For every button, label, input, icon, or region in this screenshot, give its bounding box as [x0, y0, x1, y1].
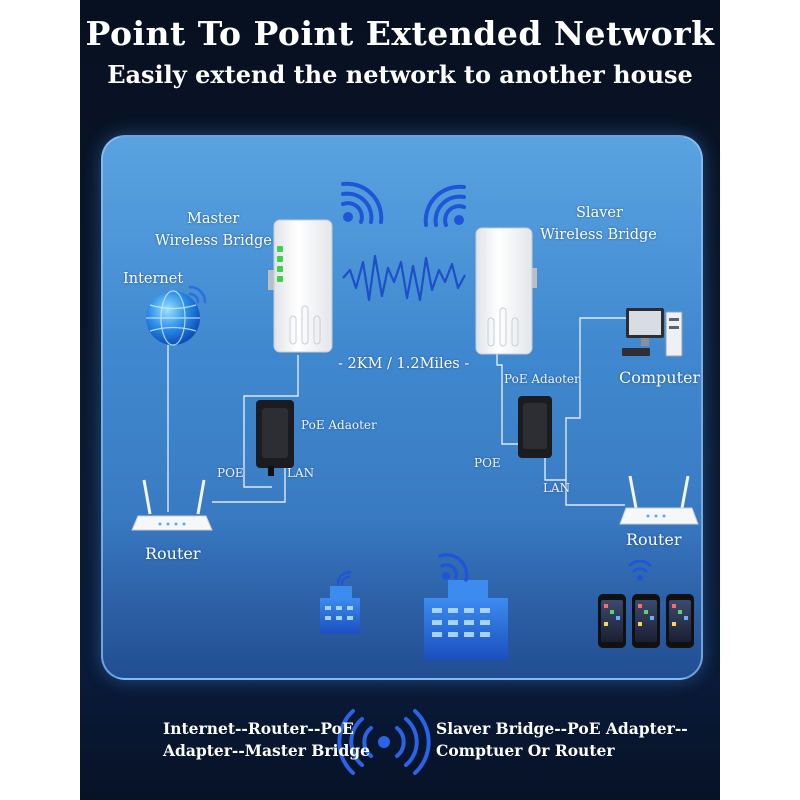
cable-lines: [167, 317, 626, 512]
router-left-device: [131, 479, 213, 531]
building-icon-large: [424, 553, 508, 660]
master-wireless-bridge-device: [268, 219, 333, 353]
port-poe-right-label: POE: [474, 456, 501, 470]
distance-label: - 2KM / 1.2Miles -: [338, 356, 470, 372]
router-right-label: Router: [626, 530, 682, 549]
poe-adapter-right-label: PoE Adaoter: [504, 372, 580, 386]
footer-left-line1: Internet--Router--PoE: [163, 719, 354, 738]
master-bridge-label-line1: Master: [187, 211, 240, 227]
building-icon-small: [320, 570, 360, 634]
footer-right-line1: Slaver Bridge--PoE Adapter--: [436, 719, 688, 738]
page-title: Point To Point Extended Network: [85, 14, 715, 53]
internet-label: Internet: [123, 271, 184, 287]
poe-adapter-right-device: [518, 396, 552, 458]
poe-adapter-left-device: [256, 400, 294, 476]
wifi-signal-icon-left: [341, 181, 384, 224]
footer-right-caption: Slaver Bridge--PoE Adapter-- Comptuer Or…: [436, 718, 688, 762]
page-subtitle: Easily extend the network to another hou…: [107, 60, 693, 89]
internet-globe-icon: [146, 285, 207, 346]
slaver-bridge-label-line1: Slaver: [576, 205, 623, 221]
port-poe-left-label: POE: [217, 466, 244, 480]
footer-left-caption: Internet--Router--PoE Adapter--Master Br…: [163, 718, 370, 762]
port-lan-left-label: LAN: [287, 466, 315, 480]
master-bridge-label-line2: Wireless Bridge: [155, 233, 272, 249]
slaver-bridge-label-line2: Wireless Bridge: [540, 227, 657, 243]
wifi-signal-icon-right: [423, 184, 466, 227]
network-diagram-panel: [101, 135, 703, 680]
footer-wifi-signal-icon: [337, 709, 431, 775]
wifi-signal-icon-phones: [628, 559, 652, 581]
poe-adapter-left-label: PoE Adaoter: [301, 418, 377, 432]
footer-left-line2: Adapter--Master Bridge: [163, 741, 371, 760]
wireless-link-wave: [342, 254, 466, 302]
smartphone-icons: [598, 594, 694, 648]
computer-label: Computer: [619, 368, 701, 387]
slaver-wireless-bridge-device: [475, 227, 537, 355]
router-left-label: Router: [145, 544, 201, 563]
port-lan-right-label: LAN: [543, 481, 571, 495]
footer-right-line2: Comptuer Or Router: [436, 741, 615, 760]
computer-icon: [622, 308, 683, 357]
router-right-device: [619, 475, 699, 525]
